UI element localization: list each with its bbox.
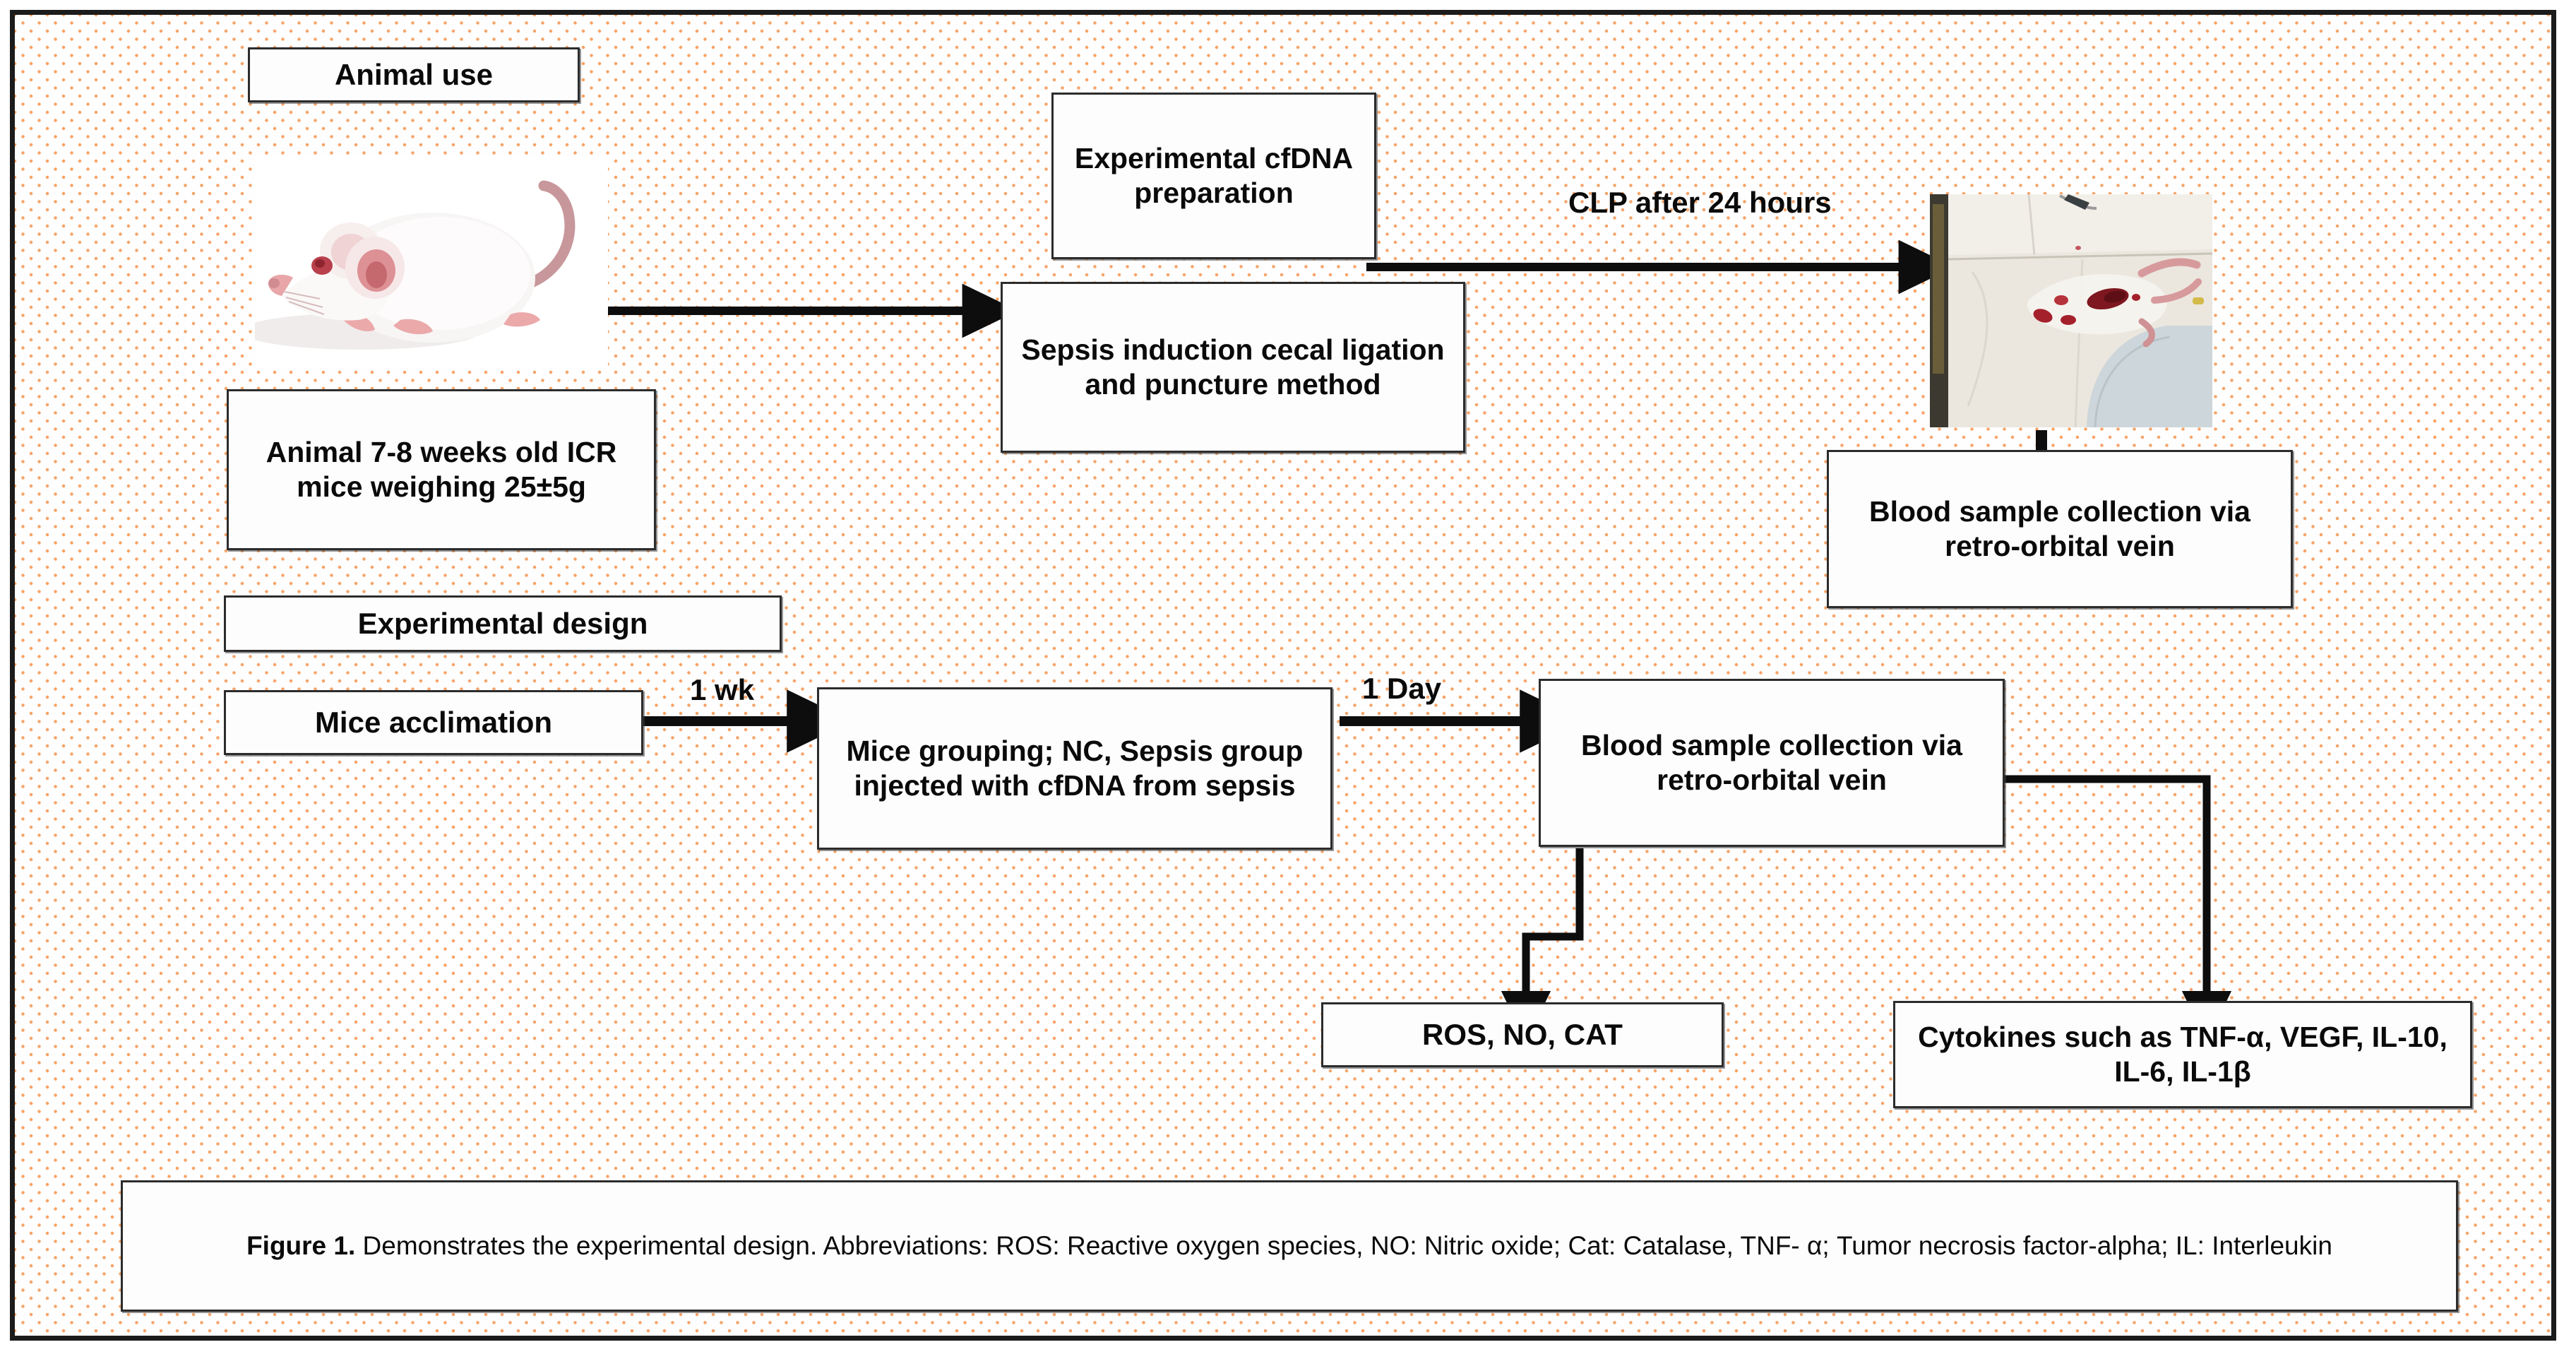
arrow-blood-to-cytokines xyxy=(2005,775,2232,1043)
label-clp-after-24-hours-text: CLP after 24 hours xyxy=(1568,186,1832,219)
box-mice-acclimation: Mice acclimation xyxy=(224,690,643,755)
box-sepsis-induction: Sepsis induction cecal ligation and punc… xyxy=(1001,282,1465,453)
box-mice-grouping-label: Mice grouping; NC, Sepsis group injected… xyxy=(846,734,1304,802)
section-header-experimental-design: Experimental design xyxy=(224,595,782,652)
box-blood-collection-bottom: Blood sample collection via retro-orbita… xyxy=(1539,679,2005,847)
figure-caption: Figure 1. Demonstrates the experimental … xyxy=(121,1180,2458,1312)
section-header-animal-use: Animal use xyxy=(248,47,580,102)
figure-caption-text: Demonstrates the experimental design. Ab… xyxy=(355,1231,2332,1261)
clp-surgery-photo-image xyxy=(1930,194,2212,427)
box-assays-cytokines-label: Cytokines such as TNF-α, VEGF, IL-10, IL… xyxy=(1918,1020,2447,1088)
figure-caption-prefix: Figure 1. xyxy=(246,1231,356,1261)
box-mice-acclimation-label: Mice acclimation xyxy=(314,705,553,739)
box-cfdna-preparation: Experimental cfDNA preparation xyxy=(1051,93,1376,259)
label-one-day: 1 Day xyxy=(1362,672,1441,706)
mouse-photo xyxy=(255,156,608,368)
section-header-animal-use-label: Animal use xyxy=(334,57,494,91)
box-blood-collection-top-label: Blood sample collection via retro-orbita… xyxy=(1869,494,2250,562)
box-assays-ros-no-cat-label: ROS, NO, CAT xyxy=(1422,1017,1623,1051)
box-blood-collection-top: Blood sample collection via retro-orbita… xyxy=(1827,450,2293,608)
box-blood-collection-bottom-label: Blood sample collection via retro-orbita… xyxy=(1581,728,1962,796)
box-cfdna-preparation-label: Experimental cfDNA preparation xyxy=(1074,141,1354,209)
clp-surgery-photo xyxy=(1930,194,2212,427)
box-animal-specification: Animal 7-8 weeks old ICR mice weighing 2… xyxy=(227,389,656,550)
box-mice-grouping: Mice grouping; NC, Sepsis group injected… xyxy=(817,687,1332,850)
label-one-week: 1 wk xyxy=(690,673,754,707)
mouse-photo-image xyxy=(255,156,608,368)
box-assays-ros-no-cat: ROS, NO, CAT xyxy=(1321,1002,1724,1067)
box-animal-specification-label: Animal 7-8 weeks old ICR mice weighing 2… xyxy=(266,435,617,503)
section-header-experimental-design-label: Experimental design xyxy=(357,606,648,640)
figure-canvas: Animal use xyxy=(10,10,2556,1341)
box-sepsis-induction-label: Sepsis induction cecal ligation and punc… xyxy=(1021,333,1445,400)
box-assays-cytokines: Cytokines such as TNF-α, VEGF, IL-10, IL… xyxy=(1893,1001,2472,1108)
label-clp-after-24-hours: CLP after 24 hours xyxy=(1568,186,1832,220)
arrow-blood-to-ros xyxy=(1501,848,1584,1043)
label-one-day-text: 1 Day xyxy=(1362,672,1442,705)
label-one-week-text: 1 wk xyxy=(690,673,755,706)
